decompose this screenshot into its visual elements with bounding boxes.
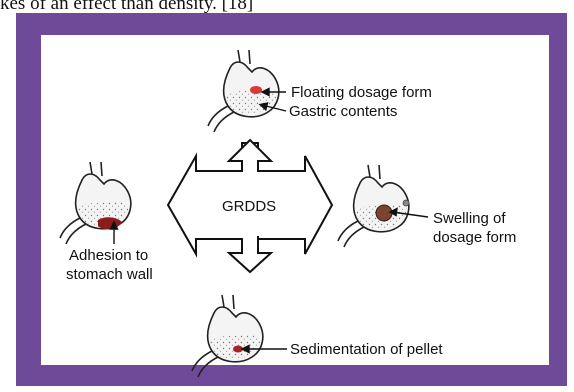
label-sedimentation-of-pellet: Sedimentation of pellet	[290, 341, 443, 359]
label-gastric-contents: Gastric contents	[289, 103, 397, 121]
stomach-adhesion	[60, 162, 131, 244]
floating-dosage-dot	[250, 86, 262, 94]
stomach-sedimentation	[192, 295, 263, 377]
stomach-swelling	[338, 165, 409, 247]
label-swelling-line1: Swelling of	[433, 210, 506, 228]
swollen-dosage-form	[376, 205, 392, 221]
label-adhesion-line2: stomach wall	[66, 266, 153, 284]
label-floating-dosage-form: Floating dosage form	[291, 84, 432, 102]
label-swelling-line2: dosage form	[433, 229, 516, 247]
label-adhesion-line1: Adhesion to	[69, 247, 148, 265]
center-grdds-label: GRDDS	[222, 198, 276, 216]
